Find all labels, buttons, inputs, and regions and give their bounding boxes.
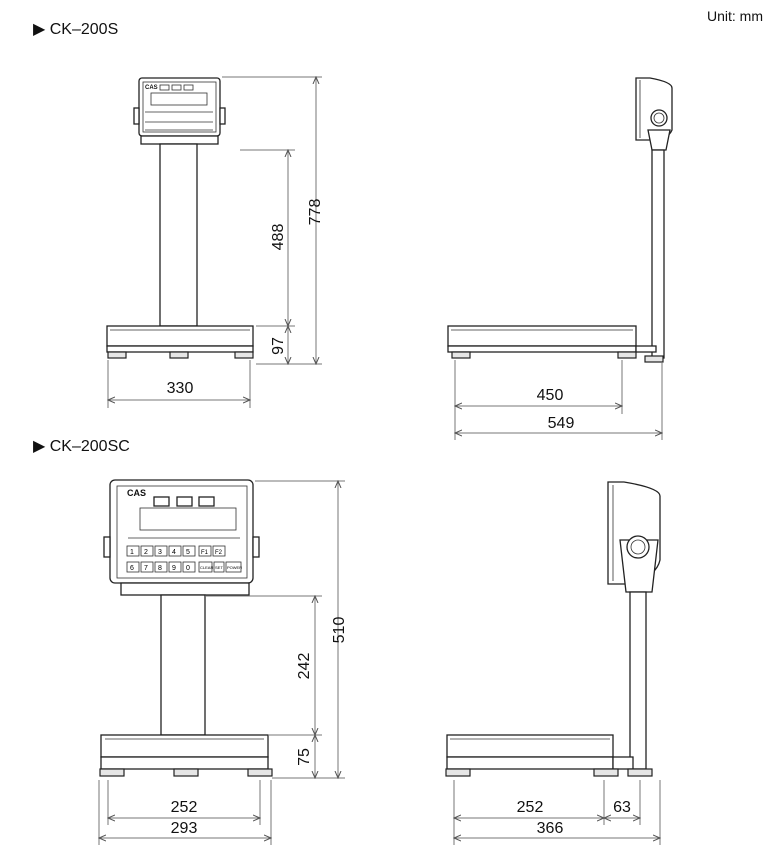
dim-base-height: 75 bbox=[296, 748, 313, 766]
key-f1: F1 bbox=[201, 550, 209, 556]
key-6: 6 bbox=[130, 565, 134, 572]
dim-platform-width: 252 bbox=[171, 799, 198, 816]
key-4: 4 bbox=[172, 549, 176, 556]
foot bbox=[617, 351, 637, 359]
section-title-ck200s: ▶ CK–200S bbox=[33, 21, 119, 38]
dim-total-depth: 366 bbox=[537, 820, 564, 837]
ck200s-front-view: CAS bbox=[106, 77, 254, 359]
key-f2: F2 bbox=[215, 550, 223, 556]
tilt-knob bbox=[650, 109, 668, 127]
ck200s-front-dimensions: 778 488 97 330 bbox=[108, 77, 324, 408]
brand-logo: CAS bbox=[145, 85, 158, 91]
display-window bbox=[139, 507, 237, 531]
keypad-row-2: 6 7 8 9 0 CLEAR SET POWER bbox=[126, 561, 242, 573]
column-side bbox=[629, 591, 647, 770]
dim-platform-depth: 252 bbox=[517, 799, 544, 816]
key-clear: CLEAR bbox=[200, 565, 213, 570]
dim-total-height: 510 bbox=[331, 617, 348, 644]
tilt-knob bbox=[626, 535, 650, 559]
foot bbox=[627, 768, 653, 777]
dim-width: 330 bbox=[167, 380, 194, 397]
dim-total-height: 778 bbox=[307, 199, 324, 226]
foot bbox=[644, 355, 664, 363]
foot bbox=[593, 768, 619, 777]
ck200sc-side-view bbox=[445, 481, 661, 777]
dim-column-height: 242 bbox=[296, 653, 313, 680]
column bbox=[159, 143, 198, 327]
key-7: 7 bbox=[144, 565, 148, 572]
ck200s-side-dimensions: 450 549 bbox=[455, 360, 662, 440]
dim-total-width: 293 bbox=[171, 820, 198, 837]
key-3: 3 bbox=[158, 549, 162, 556]
foot bbox=[451, 351, 471, 359]
platform-side bbox=[447, 325, 637, 347]
key-5: 5 bbox=[186, 549, 190, 556]
key-8: 8 bbox=[158, 565, 162, 572]
foot bbox=[173, 768, 199, 777]
foot bbox=[445, 768, 471, 777]
keypad-row-1: 1 2 3 4 5 F1 F2 bbox=[126, 545, 226, 557]
ck200s-side-view bbox=[447, 77, 673, 363]
column-side bbox=[651, 149, 665, 359]
unit-label: Unit: mm bbox=[707, 8, 763, 24]
platform-side bbox=[446, 734, 614, 758]
ck200sc-front-dimensions: 510 242 75 252 293 bbox=[99, 481, 348, 845]
key-1: 1 bbox=[130, 549, 134, 556]
foot bbox=[247, 768, 273, 777]
platform bbox=[100, 734, 269, 758]
dim-column-offset: 63 bbox=[613, 799, 631, 816]
key-0: 0 bbox=[186, 565, 190, 572]
ck200sc-side-dimensions: 252 63 366 bbox=[454, 780, 660, 845]
key-set: SET bbox=[215, 565, 223, 570]
foot bbox=[234, 351, 254, 359]
display-window bbox=[150, 92, 208, 106]
dim-column-height: 488 bbox=[270, 224, 287, 251]
column bbox=[160, 594, 206, 736]
foot bbox=[107, 351, 127, 359]
dim-platform-depth: 450 bbox=[537, 387, 564, 404]
foot bbox=[99, 768, 125, 777]
dim-total-depth: 549 bbox=[548, 415, 575, 432]
section-title-ck200sc: ▶ CK–200SC bbox=[33, 438, 130, 455]
brand-logo: CAS bbox=[127, 488, 146, 498]
foot bbox=[169, 351, 189, 359]
key-9: 9 bbox=[172, 565, 176, 572]
key-power: POWER bbox=[227, 565, 242, 570]
ck200sc-front-view: CAS 1 2 3 4 5 F1 F2 6 7 8 9 0 CLEAR SET … bbox=[99, 479, 273, 777]
dim-base-height: 97 bbox=[270, 337, 287, 355]
key-2: 2 bbox=[144, 549, 148, 556]
platform bbox=[106, 325, 254, 347]
